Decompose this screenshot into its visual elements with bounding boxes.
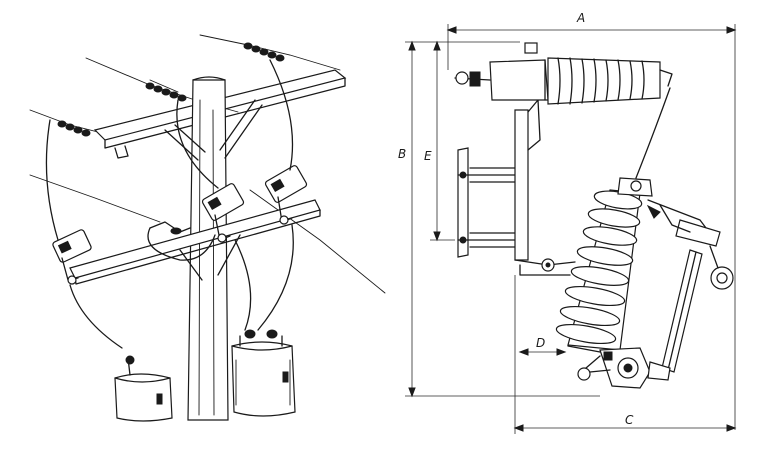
lower-contact: [567, 345, 671, 389]
dimension-label-a: A: [576, 11, 585, 25]
dimension-labels: A B E C D: [398, 11, 634, 427]
dimension-lines: [405, 24, 737, 434]
utility-pole: [187, 76, 229, 421]
dimension-label-e: E: [424, 149, 432, 163]
pole-installation: [29, 34, 386, 422]
upper-contact: [646, 199, 734, 290]
transformer-left: [114, 355, 173, 422]
insulator-top-3: [243, 42, 285, 62]
connecting-lead: [635, 87, 671, 179]
main-insulator: [555, 177, 653, 351]
pole-mid-insulator: [149, 221, 191, 233]
drop-leads: [45, 59, 294, 349]
main-insulator-sheds: [555, 190, 643, 345]
pole-braces: [164, 99, 263, 281]
pole-cutout-mid: [201, 183, 245, 243]
mounting-arm: [514, 99, 576, 276]
upper-insulator: [454, 42, 673, 105]
dimension-label-d: D: [536, 336, 545, 350]
dimension-label-c: C: [625, 413, 634, 427]
transformer-right: [231, 329, 296, 417]
fuse-cutout-detail: A B E C D: [398, 11, 737, 434]
fuse-tube: [661, 249, 703, 373]
insulator-top-2: [145, 82, 187, 102]
dimension-label-b: B: [398, 147, 406, 161]
mounting-bracket: [457, 147, 522, 258]
top-insulators: [57, 42, 285, 137]
insulator-top-1: [57, 120, 91, 137]
pole-fuse-cutouts: [52, 165, 308, 285]
pole-cutout-left: [52, 229, 92, 285]
pole-cutout-right: [264, 165, 308, 225]
upper-insulator-sheds: [547, 57, 661, 105]
